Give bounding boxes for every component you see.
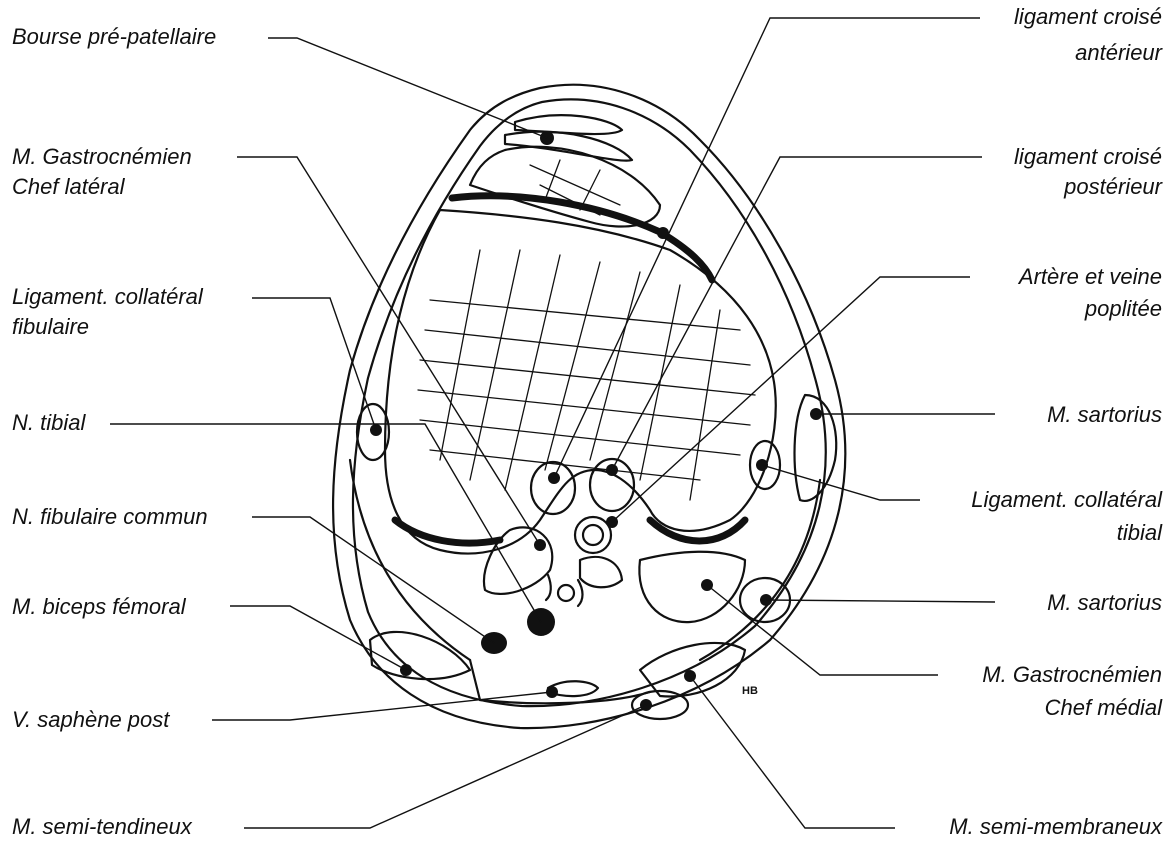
label-artere-line1: Artère et veine (1019, 262, 1162, 292)
label-sartorius-upper: M. sartorius (1047, 400, 1162, 430)
skin-outline (333, 85, 845, 728)
label-artere-line2: poplitée (1085, 294, 1162, 324)
label-biceps-femoral: M. biceps fémoral (12, 592, 186, 622)
label-gastrocnemien-lateral-line2: Chef latéral (12, 172, 125, 202)
label-n-tibial: N. tibial (12, 408, 85, 438)
label-gastrocnemien-medial-line2: Chef médial (1045, 693, 1162, 723)
label-lca-line1: ligament croisé (1014, 2, 1162, 32)
label-semi-tendineux: M. semi-tendineux (12, 812, 192, 842)
label-bourse-pre-patellaire: Bourse pré-patellaire (12, 22, 216, 52)
label-ligament-tibial-line2: tibial (1117, 518, 1162, 548)
label-ligament-fibulaire-line1: Ligament. collatéral (12, 282, 203, 312)
label-lcp-line1: ligament croisé (1014, 142, 1162, 172)
label-semi-membraneux: M. semi-membraneux (949, 812, 1162, 842)
artist-signature: HB (742, 685, 758, 697)
label-n-fibulaire-commun: N. fibulaire commun (12, 502, 208, 532)
label-saphene-post: V. saphène post (12, 705, 169, 735)
label-ligament-tibial-line1: Ligament. collatéral (971, 485, 1162, 515)
label-gastrocnemien-medial-line1: M. Gastrocnémien (982, 660, 1162, 690)
label-gastrocnemien-lateral-line1: M. Gastrocnémien (12, 142, 192, 172)
label-ligament-fibulaire-line2: fibulaire (12, 312, 89, 342)
label-lcp-line2: postérieur (1064, 172, 1162, 202)
label-sartorius-lower: M. sartorius (1047, 588, 1162, 618)
label-lca-line2: antérieur (1075, 38, 1162, 68)
femur-condyles (385, 210, 776, 553)
